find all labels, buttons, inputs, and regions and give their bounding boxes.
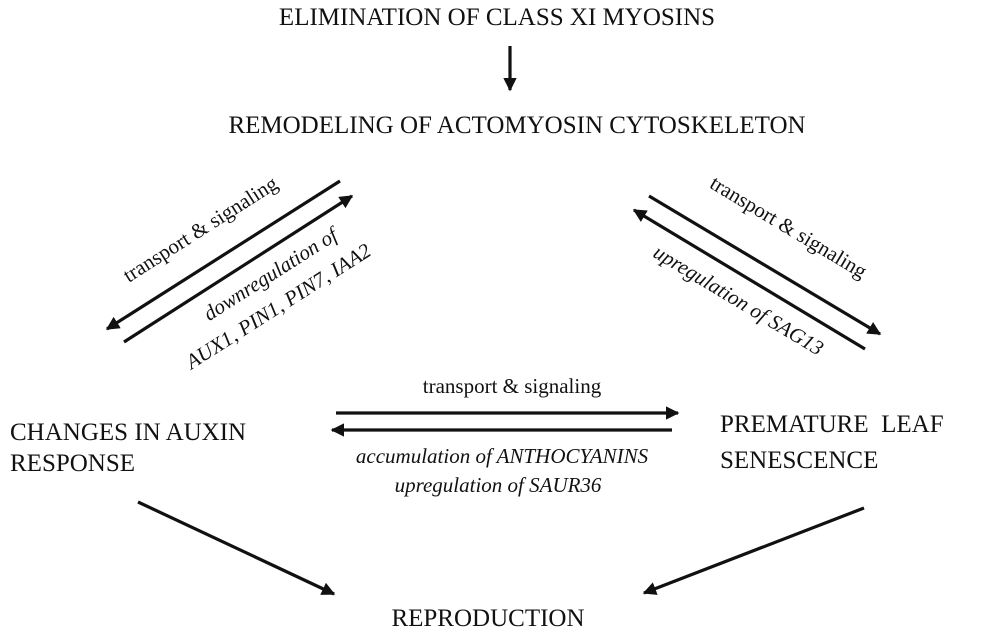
arrow-auxin-to-reproduction — [137, 500, 336, 596]
node-changes-in-auxin-response-line1: CHANGES IN AUXIN — [10, 419, 246, 446]
label-right-upregulation-sag13: upregulation of SAG13 — [649, 240, 828, 361]
label-middle-transport-signaling: transport & signaling — [423, 374, 602, 398]
arrow-right-down-to-senescence — [648, 194, 882, 336]
arrow-left-up-to-remodeling — [123, 194, 354, 344]
node-premature-leaf-senescence-line2: SENESCENCE — [720, 447, 878, 474]
arrow-left-down-to-auxin — [105, 179, 341, 331]
label-middle-saur36: upregulation of SAUR36 — [395, 473, 602, 497]
node-elimination-of-class-xi-myosins: ELIMINATION OF CLASS XI MYOSINS — [279, 4, 715, 31]
label-middle-anthocyanins: accumulation of ANTHOCYANINS — [356, 444, 649, 468]
arrow-right-up-to-remodeling — [632, 208, 866, 351]
node-premature-leaf-senescence-line1: PREMATURE LEAF — [720, 411, 944, 438]
node-changes-in-auxin-response-line2: RESPONSE — [10, 450, 135, 477]
node-remodeling-actomyosin-cytoskeleton: REMODELING OF ACTOMYOSIN CYTOSKELETON — [228, 112, 805, 139]
arrow-senescence-to-reproduction — [642, 506, 865, 595]
node-reproduction: REPRODUCTION — [391, 605, 584, 632]
